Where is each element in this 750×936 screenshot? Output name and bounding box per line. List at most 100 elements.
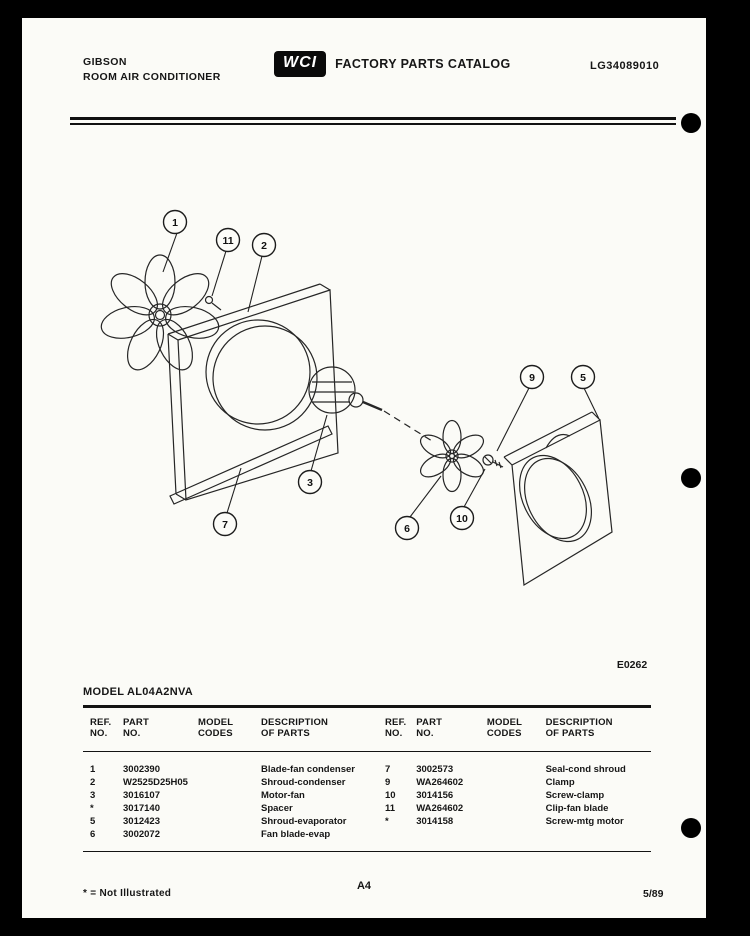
codes-cell	[198, 751, 261, 776]
codes-cell	[198, 828, 261, 841]
callout-1: 1	[162, 209, 188, 235]
punch-hole-mark	[681, 468, 701, 488]
callout-3: 3	[297, 469, 323, 495]
desc-cell: Screw-mtg motor	[545, 816, 624, 827]
parts-table-left: REF. NO. PART NO. MODEL CODES DESCRIPTIO…	[90, 713, 371, 841]
exploded-parts-diagram: 1 11 2 3 7 6 10 9 5	[60, 148, 680, 693]
desc-cell: Spacer	[261, 803, 293, 814]
ref-cell: 9	[385, 777, 391, 788]
part-cell: 3012423	[123, 816, 160, 827]
svg-text:3: 3	[307, 477, 313, 489]
callout-7: 7	[212, 511, 238, 537]
codes-cell	[487, 815, 546, 828]
parts-table-right: REF. NO. PART NO. MODEL CODES DESCRIPTIO…	[385, 713, 651, 828]
callout-leader-lines	[162, 232, 600, 518]
brand-name: GIBSON	[83, 56, 127, 68]
callout-6: 6	[394, 515, 420, 541]
fan-motor-drawing	[308, 366, 383, 414]
desc-cell: Shroud-evaporator	[261, 816, 347, 827]
col-header-part: PART NO.	[416, 717, 443, 739]
col-header-codes: MODEL CODES	[198, 717, 234, 739]
header-rule-thick	[70, 117, 676, 120]
svg-text:1: 1	[172, 217, 178, 229]
table-rule-top	[83, 705, 651, 708]
catalog-page: GIBSON ROOM AIR CONDITIONER WCI FACTORY …	[22, 18, 706, 918]
col-header-part: PART NO.	[123, 717, 149, 739]
fan-blade-clip-drawing	[204, 295, 222, 311]
part-cell: 3002390	[123, 764, 160, 775]
codes-cell	[487, 751, 546, 776]
ref-cell: 6	[90, 829, 96, 840]
svg-text:11: 11	[222, 235, 233, 247]
part-cell: WA264602	[416, 803, 464, 814]
callout-9: 9	[519, 364, 545, 390]
part-cell: 3016107	[123, 790, 160, 801]
ref-cell: 5	[90, 816, 96, 827]
table-row: 3 3016107 Motor-fan	[90, 789, 371, 802]
part-cell: 3014158	[416, 816, 454, 827]
brand-block: GIBSON ROOM AIR CONDITIONER	[83, 55, 221, 85]
table-row: 2 W2525D25H05 Shroud-condenser	[90, 776, 371, 789]
punch-hole-mark	[681, 113, 701, 133]
table-header-row: REF. NO. PART NO. MODEL CODES DESCRIPTIO…	[385, 713, 651, 751]
codes-cell	[198, 802, 261, 815]
diagram-svg: 1 11 2 3 7 6 10 9 5	[100, 209, 648, 671]
ref-cell: *	[90, 803, 94, 814]
table-row: * 3017140 Spacer	[90, 802, 371, 815]
ref-cell: 3	[90, 790, 96, 801]
evaporator-fan-drawing	[419, 419, 485, 493]
svg-text:9: 9	[529, 372, 535, 384]
ref-cell: *	[385, 816, 389, 827]
table-row: 11 WA264602 Clip-fan blade	[385, 802, 651, 815]
ref-cell: 11	[385, 803, 396, 814]
shroud-seal-drawing	[169, 425, 333, 505]
col-header-ref: REF. NO.	[385, 717, 407, 739]
svg-text:10: 10	[456, 513, 468, 525]
col-header-desc: DESCRIPTION OF PARTS	[545, 717, 613, 739]
evaporator-shroud-drawing	[503, 411, 613, 587]
callout-11: 11	[215, 227, 241, 253]
svg-text:2: 2	[261, 240, 267, 252]
part-cell: 3014156	[416, 790, 454, 801]
desc-cell: Fan blade-evap	[261, 829, 331, 840]
table-rule-under-headers	[83, 751, 651, 753]
svg-text:5: 5	[580, 372, 586, 384]
table-row: 6 3002072 Fan blade-evap	[90, 828, 371, 841]
page-number: 5/89	[643, 888, 664, 900]
ref-cell: 2	[90, 777, 96, 788]
catalog-title-group: WCI FACTORY PARTS CATALOG	[274, 51, 511, 77]
part-cell: 3002573	[416, 764, 454, 775]
svg-text:6: 6	[404, 523, 410, 535]
figure-code: E0262	[617, 659, 648, 671]
table-row: 5 3012423 Shroud-evaporator	[90, 815, 371, 828]
condenser-shroud-drawing	[167, 283, 339, 501]
desc-cell: Clamp	[545, 777, 575, 788]
desc-cell: Blade-fan condenser	[261, 764, 355, 775]
part-cell: W2525D25H05	[123, 777, 188, 788]
table-row: 7 3002573 Seal-cond shroud	[385, 751, 651, 776]
table-row: 1 3002390 Blade-fan condenser	[90, 751, 371, 776]
desc-cell: Motor-fan	[261, 790, 305, 801]
col-header-codes: MODEL CODES	[486, 717, 523, 739]
brand-product: ROOM AIR CONDITIONER	[83, 71, 221, 83]
ref-cell: 1	[90, 764, 96, 775]
catalog-title: FACTORY PARTS CATALOG	[335, 57, 511, 71]
not-illustrated-note: * = Not Illustrated	[83, 888, 172, 899]
header-rule-thin	[70, 123, 676, 125]
part-cell: WA264602	[416, 777, 464, 788]
ref-cell: 10	[385, 790, 396, 801]
punch-hole-mark	[681, 818, 701, 838]
desc-cell: Seal-cond shroud	[545, 764, 626, 775]
codes-cell	[487, 789, 546, 802]
wci-logo: WCI	[274, 51, 327, 77]
codes-cell	[487, 776, 546, 789]
codes-cell	[487, 802, 546, 815]
svg-text:7: 7	[222, 519, 228, 531]
table-row: 10 3014156 Screw-clamp	[385, 789, 651, 802]
document-number: LG34089010	[590, 60, 660, 72]
table-row: 9 WA264602 Clamp	[385, 776, 651, 789]
callout-10: 10	[449, 505, 475, 531]
col-header-desc: DESCRIPTION OF PARTS	[261, 717, 329, 739]
table-header-row: REF. NO. PART NO. MODEL CODES DESCRIPTIO…	[90, 713, 371, 751]
